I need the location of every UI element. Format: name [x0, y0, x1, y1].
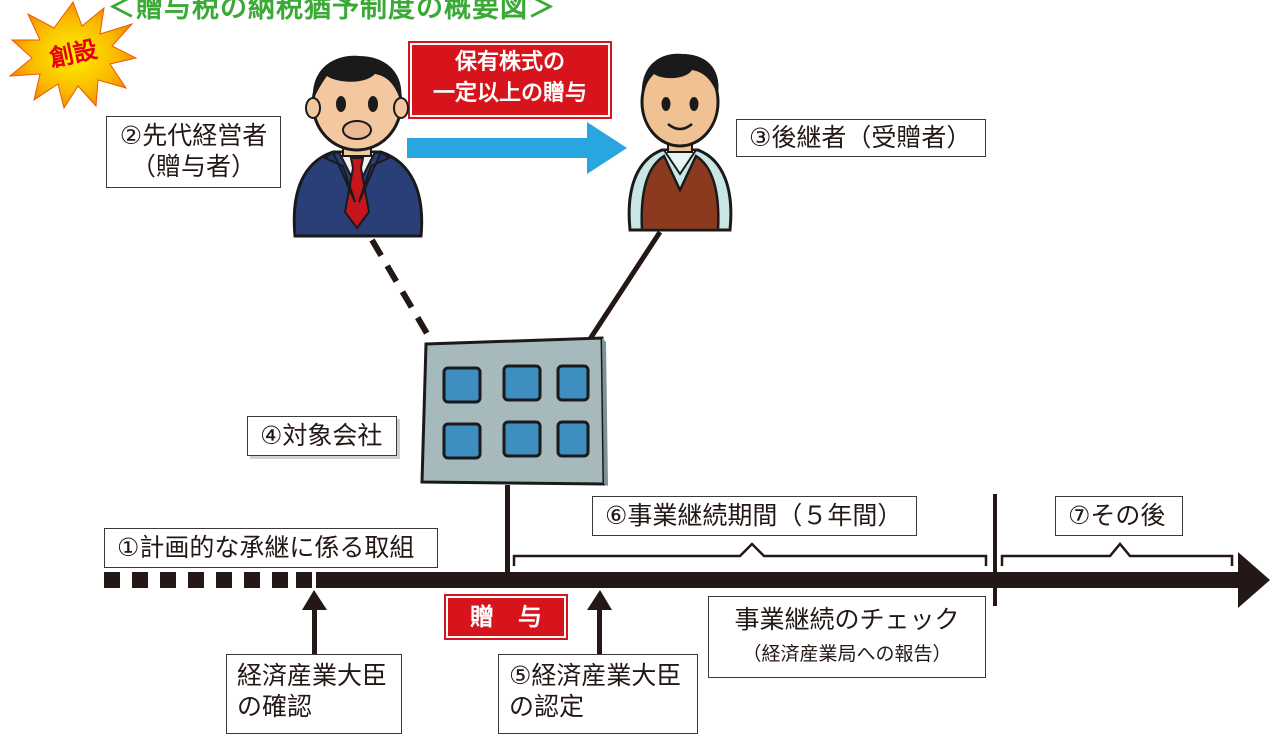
business-continuation-period-label: ⑥事業継続期間（５年間）: [592, 496, 917, 536]
predecessor-label: ②先代経営者 （贈与者）: [106, 116, 281, 188]
successor-label: ③後継者（受贈者）: [736, 119, 986, 157]
check-subtitle: （経済産業局への報告）: [742, 643, 952, 665]
transfer-arrow-icon: [407, 122, 627, 174]
period-end-line: [993, 494, 997, 606]
minister-confirmation-label: 経済産業大臣 の確認: [226, 654, 402, 734]
successor-figure-icon: [627, 53, 733, 232]
certify-up-arrow: [587, 590, 612, 610]
timeline-bar: [316, 572, 1240, 588]
gift-shares-label: 保有株式の 一定以上の贈与: [408, 41, 612, 119]
confirm-up-arrow: [302, 590, 327, 610]
step1-label: ①計画的な承継に係る取組: [104, 528, 438, 568]
after-brace: [1000, 542, 1234, 566]
after-label: ⑦その後: [1055, 496, 1183, 536]
predecessor-figure-icon: [292, 55, 424, 238]
timeline-dashes: [104, 572, 312, 588]
predecessor-company-dashed-line: [369, 238, 435, 344]
company-building-icon: [420, 336, 608, 486]
gift-vertical-line: [505, 485, 510, 581]
starburst-icon: [8, 0, 138, 110]
gift-marker: 贈 与: [444, 594, 568, 640]
badge-starburst: 創設: [8, 0, 138, 110]
continuation-check-box: 事業継続のチェック （経済産業局への報告）: [708, 596, 986, 678]
timeline-arrowhead: [1238, 552, 1270, 608]
check-title: 事業継続のチェック: [734, 605, 960, 634]
minister-certification-label: ⑤経済産業大臣 の認定: [498, 654, 698, 734]
period-brace: [512, 542, 988, 566]
successor-company-line: [585, 230, 663, 344]
company-label: ④対象会社: [247, 416, 397, 456]
